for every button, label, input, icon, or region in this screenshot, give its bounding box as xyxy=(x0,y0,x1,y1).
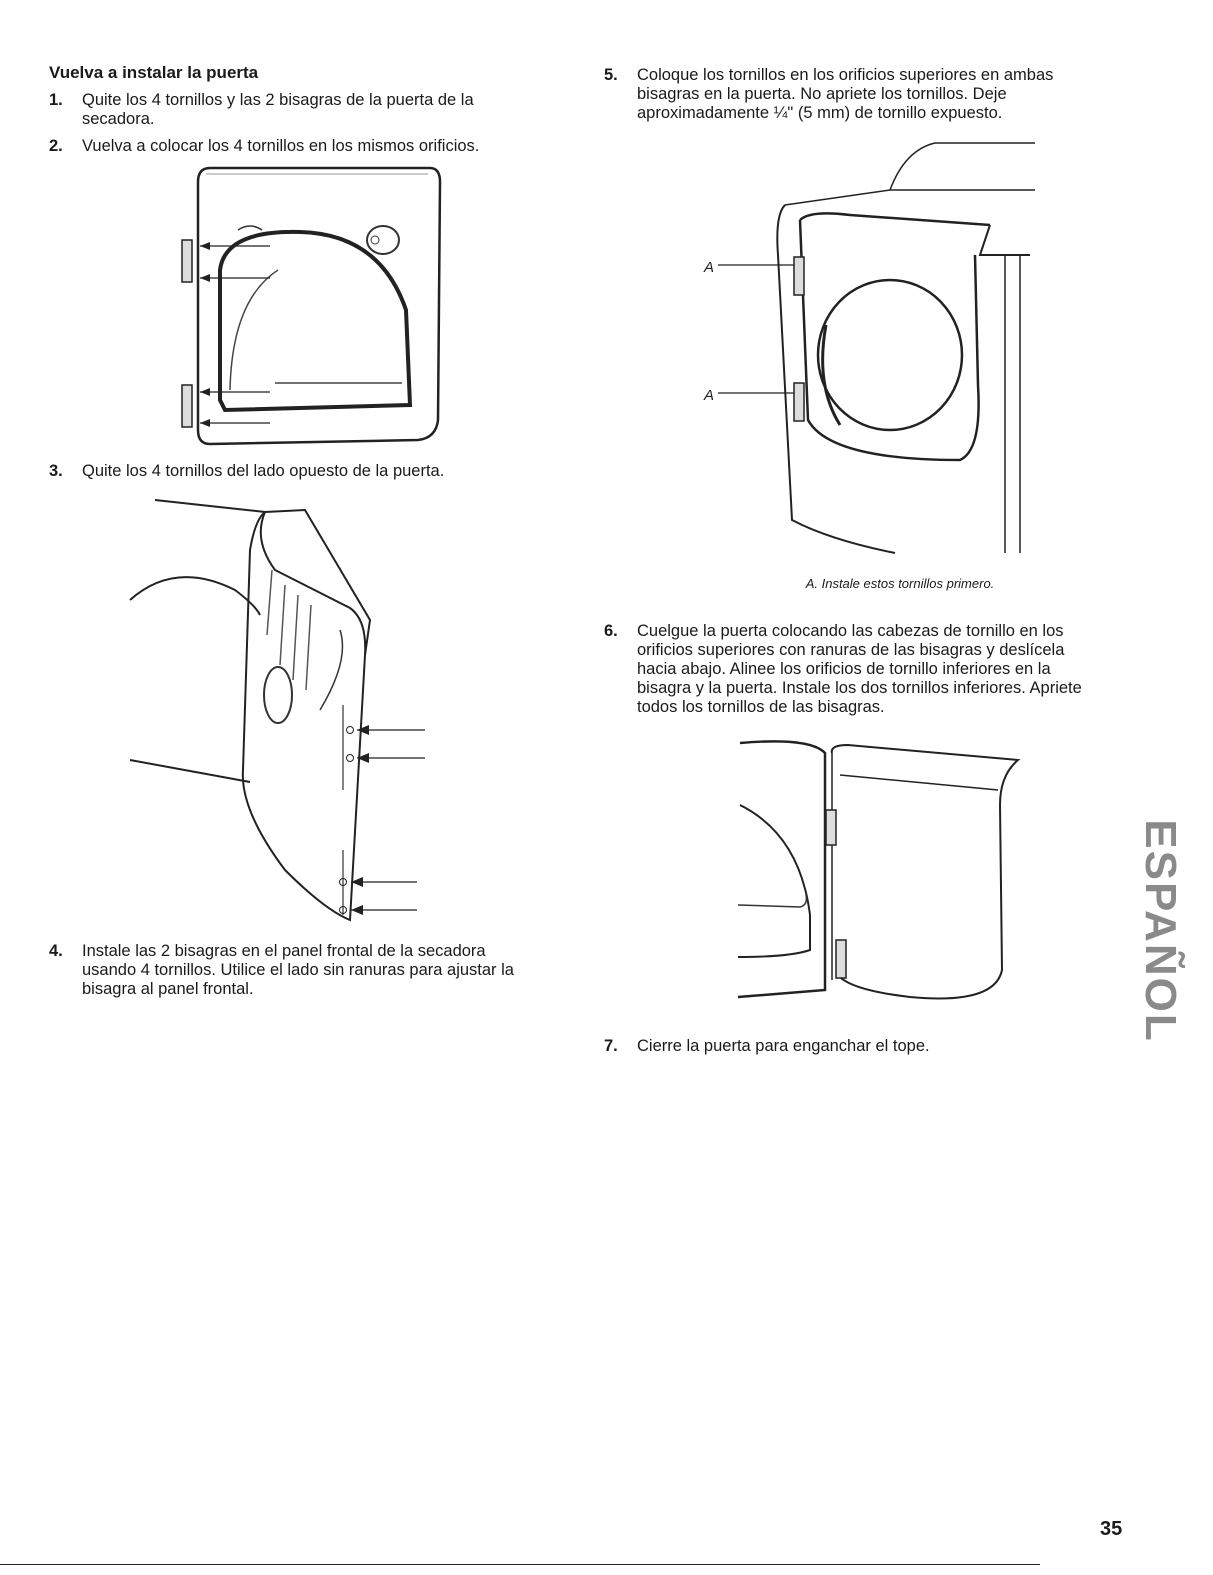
step-6: 6. Cuelgue la puerta colocando las cabez… xyxy=(604,622,1144,722)
step-text: Cierre la puerta para enganchar el tope. xyxy=(637,1037,930,1056)
step-line: Vuelva a colocar los 4 tornillos en los … xyxy=(82,137,480,155)
label-a-top: A xyxy=(703,259,714,276)
step-text: Coloque los tornillos en los orificios s… xyxy=(637,66,1053,123)
step-number: 1. xyxy=(49,91,63,109)
step-line: Cierre la puerta para enganchar el tope. xyxy=(637,1037,930,1055)
bottom-rule xyxy=(0,1564,1040,1565)
step-line: bisagras en la puerta. No apriete los to… xyxy=(637,85,1007,103)
step-line: secadora. xyxy=(82,110,155,128)
language-tab-text: ESPAÑOL xyxy=(1136,819,1185,1043)
step-number: 2. xyxy=(49,137,63,155)
step-number: 3. xyxy=(49,462,63,480)
label-a-bottom: A xyxy=(703,387,714,404)
door-hung-illustration xyxy=(730,735,1025,1005)
step-line: bisagra y la puerta. Instale los dos tor… xyxy=(637,679,1082,697)
step-number: 7. xyxy=(604,1037,618,1055)
step-1: 1. Quite los 4 tornillos y las 2 bisagra… xyxy=(49,91,549,131)
step-line: Instale las 2 bisagras en el panel front… xyxy=(82,942,486,960)
step-text: Vuelva a colocar los 4 tornillos en los … xyxy=(82,137,479,156)
step-text: Instale las 2 bisagras en el panel front… xyxy=(82,942,514,999)
step-text: Cuelgue la puerta colocando las cabezas … xyxy=(637,622,1082,717)
step-line: Cuelgue la puerta colocando las cabezas … xyxy=(637,622,1064,640)
step-line: usando 4 tornillos. Utilice el lado sin … xyxy=(82,961,514,979)
step-text: Quite los 4 tornillos del lado opuesto d… xyxy=(82,462,444,481)
step-5: 5. Coloque los tornillos en los orificio… xyxy=(604,66,1124,126)
step-2: 2. Vuelva a colocar los 4 tornillos en l… xyxy=(49,137,549,157)
step-line: aproximadamente ¼" (5 mm) de tornillo ex… xyxy=(637,104,1003,122)
step-line: Coloque los tornillos en los orificios s… xyxy=(637,66,1054,84)
door-side-illustration xyxy=(125,490,435,935)
dryer-front-illustration: A A xyxy=(690,135,1040,560)
step-text: Quite los 4 tornillos y las 2 bisagras d… xyxy=(82,91,474,129)
language-tab: ESPAÑOL xyxy=(1136,812,1185,1050)
step-line: todos los tornillos de las bisagras. xyxy=(637,698,885,716)
section-title: Vuelva a instalar la puerta xyxy=(49,63,259,82)
step-4: 4. Instale las 2 bisagras en el panel fr… xyxy=(49,942,569,1002)
step-line: hacia abajo. Alinee los orificios de tor… xyxy=(637,660,1051,678)
step-line: Quite los 4 tornillos del lado opuesto d… xyxy=(82,462,445,480)
step-number: 4. xyxy=(49,942,63,960)
step-line: orificios superiores con ranuras de las … xyxy=(637,641,1065,659)
step-line: bisagra al panel frontal. xyxy=(82,980,254,998)
step-number: 5. xyxy=(604,66,618,84)
step-3: 3. Quite los 4 tornillos del lado opuest… xyxy=(49,462,549,482)
step-7: 7. Cierre la puerta para enganchar el to… xyxy=(604,1037,1104,1057)
figure-caption: A. Instale estos tornillos primero. xyxy=(805,576,995,591)
page-number: 35 xyxy=(1100,1518,1123,1540)
step-number: 6. xyxy=(604,622,618,640)
door-hinge-illustration xyxy=(170,160,450,450)
step-line: Quite los 4 tornillos y las 2 bisagras d… xyxy=(82,91,474,109)
